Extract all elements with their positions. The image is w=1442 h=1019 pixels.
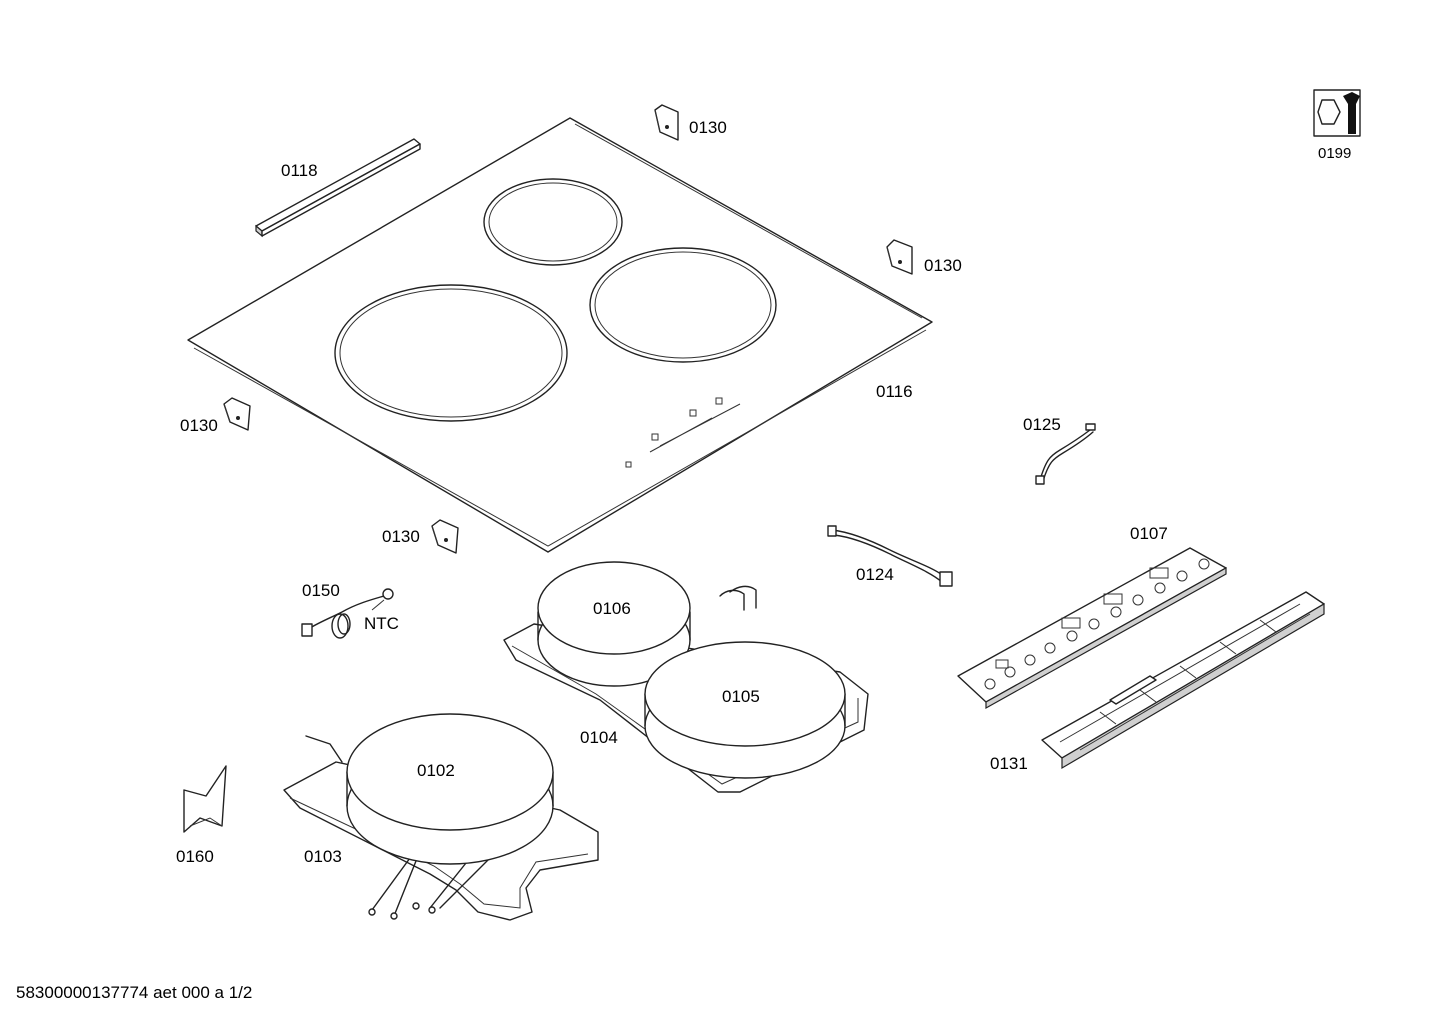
part-0107-control-board[interactable] xyxy=(957,547,1227,710)
label-0130-bottom: 0130 xyxy=(382,527,420,546)
label-0124: 0124 xyxy=(856,565,894,584)
label-0106: 0106 xyxy=(593,599,631,618)
label-0118: 0118 xyxy=(281,161,318,180)
part-0160-label[interactable] xyxy=(183,765,227,833)
pcb-components xyxy=(984,558,1210,690)
label-0150: 0150 xyxy=(302,581,340,600)
part-0118-seal-strip[interactable] xyxy=(255,138,421,238)
label-0131: 0131 xyxy=(990,754,1028,773)
label-0130-top: 0130 xyxy=(689,118,727,137)
part-0124-cable[interactable] xyxy=(827,525,953,587)
label-ntc: NTC xyxy=(364,614,399,633)
part-0131-support-frame[interactable] xyxy=(1041,591,1325,770)
part-0105-induction-coil[interactable] xyxy=(644,641,846,779)
label-0107: 0107 xyxy=(1130,524,1168,543)
label-0104: 0104 xyxy=(580,728,618,747)
part-0130-bracket-left[interactable] xyxy=(223,397,251,431)
part-0125-cable[interactable] xyxy=(1035,423,1096,485)
part-0116-ceramic-hob[interactable] xyxy=(187,117,933,553)
label-0199: 0199 xyxy=(1318,145,1351,162)
label-0103: 0103 xyxy=(304,847,342,866)
part-0130-bracket-top[interactable] xyxy=(654,104,679,141)
label-0125: 0125 xyxy=(1023,415,1061,434)
touch-control-panel xyxy=(625,397,741,468)
label-0102: 0102 xyxy=(417,761,455,780)
part-0199-wrench-icon[interactable] xyxy=(1313,89,1361,137)
part-0150-ntc-sensor[interactable] xyxy=(301,588,394,639)
label-0105: 0105 xyxy=(722,687,760,706)
part-0130-bracket-right[interactable] xyxy=(886,239,913,275)
label-0130-left: 0130 xyxy=(180,416,218,435)
label-0160: 0160 xyxy=(176,847,214,866)
leader-lines xyxy=(371,599,385,611)
document-id-footer: 58300000137774 aet 000 a 1/2 xyxy=(16,983,252,1002)
part-0106-induction-coil[interactable] xyxy=(537,561,691,687)
label-0116: 0116 xyxy=(876,382,913,401)
part-0130-bracket-bottom[interactable] xyxy=(431,519,459,554)
label-0130-right: 0130 xyxy=(924,256,962,275)
part-0102-induction-coil[interactable] xyxy=(346,713,554,865)
